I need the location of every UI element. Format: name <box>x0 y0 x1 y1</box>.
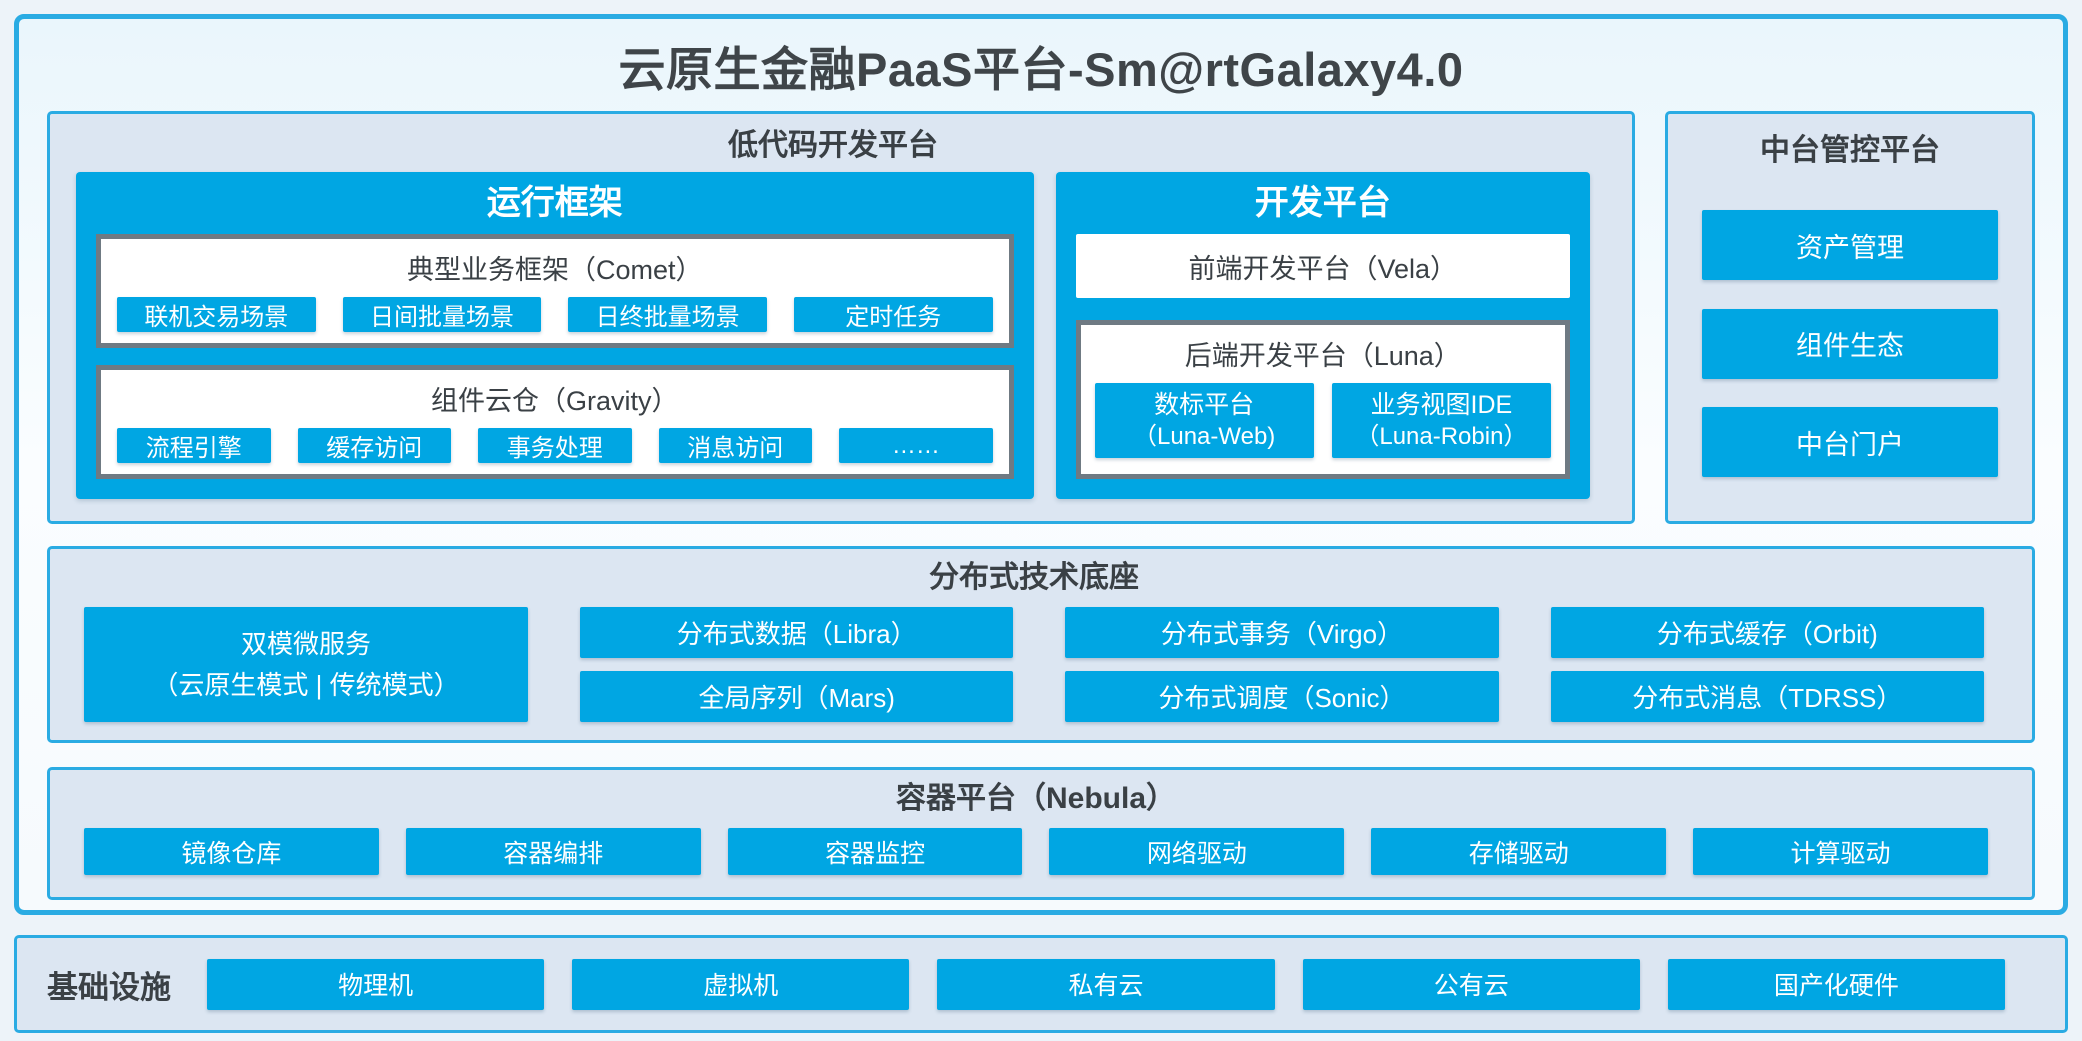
gravity-chip: 事务处理 <box>478 428 632 463</box>
infra-item: 虚拟机 <box>572 958 910 1010</box>
infra-item: 公有云 <box>1302 958 1640 1010</box>
container-item: 容器监控 <box>727 828 1023 875</box>
distributed-grid: 双模微服务 （云原生模式 | 传统模式） 分布式数据（Libra） 分布式事务（… <box>84 607 1984 722</box>
midstage-section: 中台管控平台 资产管理 组件生态 中台门户 <box>1665 111 2035 524</box>
dual-mode-box: 双模微服务 （云原生模式 | 传统模式） <box>84 607 528 722</box>
luna-chip-row: 数标平台 （Luna-Web) 业务视图IDE （Luna-Robin） <box>1081 381 1565 474</box>
gravity-chip: 缓存访问 <box>297 428 452 463</box>
lowcode-panels: 运行框架 典型业务框架（Comet） 联机交易场景 日间批量场景 日终批量场景 … <box>76 172 1590 499</box>
distributed-item: 分布式数据（Libra） <box>580 607 1014 658</box>
gravity-chip-row: 流程引擎 缓存访问 事务处理 消息访问 …… <box>101 426 1009 477</box>
top-row: 低代码开发平台 运行框架 典型业务框架（Comet） 联机交易场景 日间批量场景… <box>47 111 2035 524</box>
comet-chip: 定时任务 <box>793 297 993 332</box>
container-item: 网络驱动 <box>1049 828 1345 875</box>
luna-web-code: （Luna-Web) <box>1133 423 1276 451</box>
infra-item: 私有云 <box>937 958 1275 1010</box>
luna-web-chip: 数标平台 （Luna-Web) <box>1094 383 1314 458</box>
gravity-chip-more: …… <box>839 428 993 463</box>
midstage-item: 中台门户 <box>1702 407 1998 477</box>
dual-mode-line1: 双模微服务 <box>240 629 371 660</box>
gravity-chip: 流程引擎 <box>117 428 271 463</box>
infra-section: 基础设施 物理机 虚拟机 私有云 公有云 国产化硬件 <box>14 935 2068 1033</box>
distributed-item: 分布式消息（TDRSS） <box>1550 671 1984 722</box>
luna-title: 后端开发平台（Luna） <box>1184 341 1461 371</box>
vela-box: 前端开发平台（Vela） <box>1075 234 1570 298</box>
runtime-title: 运行框架 <box>486 184 623 222</box>
gravity-chip: 消息访问 <box>658 428 813 463</box>
comet-chip: 日终批量场景 <box>568 297 767 332</box>
lowcode-section: 低代码开发平台 运行框架 典型业务框架（Comet） 联机交易场景 日间批量场景… <box>47 111 1635 524</box>
container-section: 容器平台（Nebula） 镜像仓库 容器编排 容器监控 网络驱动 存储驱动 计算… <box>47 767 2035 900</box>
distributed-item: 全局序列（Mars) <box>580 671 1014 722</box>
distributed-item: 分布式调度（Sonic） <box>1065 671 1499 722</box>
gravity-box: 组件云仓（Gravity） 流程引擎 缓存访问 事务处理 消息访问 …… <box>96 365 1014 479</box>
runtime-panel: 运行框架 典型业务框架（Comet） 联机交易场景 日间批量场景 日终批量场景 … <box>76 172 1034 499</box>
container-items: 镜像仓库 容器编排 容器监控 网络驱动 存储驱动 计算驱动 <box>84 828 1988 875</box>
container-item: 计算驱动 <box>1693 828 1988 875</box>
comet-chip: 联机交易场景 <box>117 297 316 332</box>
container-item: 容器编排 <box>405 828 701 875</box>
midstage-item: 资产管理 <box>1702 210 1998 280</box>
container-header: 容器平台（Nebula） <box>895 782 1177 815</box>
luna-robin-chip: 业务视图IDE （Luna-Robin） <box>1331 383 1551 458</box>
luna-robin-code: （Luna-Robin） <box>1355 423 1528 451</box>
page-title: 云原生金融PaaS平台-Sm@rtGalaxy4.0 <box>618 42 1464 96</box>
infra-items: 物理机 虚拟机 私有云 公有云 国产化硬件 <box>207 958 2006 1010</box>
comet-chip: 日间批量场景 <box>342 297 542 332</box>
dev-title: 开发平台 <box>1254 184 1391 222</box>
distributed-item: 分布式缓存（Orbit) <box>1550 607 1984 658</box>
distributed-item: 分布式事务（Virgo） <box>1065 607 1499 658</box>
infra-item: 国产化硬件 <box>1667 958 2006 1010</box>
midstage-header: 中台管控平台 <box>1760 134 1940 167</box>
midstage-item: 组件生态 <box>1702 308 1998 379</box>
lowcode-header: 低代码开发平台 <box>728 129 938 162</box>
container-item: 存储驱动 <box>1371 828 1667 875</box>
comet-box: 典型业务框架（Comet） 联机交易场景 日间批量场景 日终批量场景 定时任务 <box>96 234 1014 348</box>
comet-title: 典型业务框架（Comet） <box>407 255 703 285</box>
luna-box: 后端开发平台（Luna） 数标平台 （Luna-Web) 业务视图IDE （Lu… <box>1075 320 1570 479</box>
container-item: 镜像仓库 <box>84 828 379 875</box>
infra-label: 基础设施 <box>47 969 171 1005</box>
distributed-header: 分布式技术底座 <box>929 561 1139 594</box>
comet-chip-row: 联机交易场景 日间批量场景 日终批量场景 定时任务 <box>101 295 1009 346</box>
platform-outer-box: 云原生金融PaaS平台-Sm@rtGalaxy4.0 低代码开发平台 运行框架 … <box>14 14 2068 915</box>
luna-robin-name: 业务视图IDE <box>1370 390 1513 419</box>
gravity-title: 组件云仓（Gravity） <box>431 386 679 416</box>
dev-panel: 开发平台 前端开发平台（Vela） 后端开发平台（Luna） 数标平台 （Lun… <box>1055 172 1590 499</box>
infra-item: 物理机 <box>207 958 545 1010</box>
dual-mode-line2: （云原生模式 | 传统模式） <box>152 669 460 700</box>
midstage-items: 资产管理 组件生态 中台门户 <box>1702 210 1998 477</box>
luna-web-name: 数标平台 <box>1154 390 1255 419</box>
distributed-section: 分布式技术底座 双模微服务 （云原生模式 | 传统模式） 分布式数据（Libra… <box>47 546 2035 743</box>
